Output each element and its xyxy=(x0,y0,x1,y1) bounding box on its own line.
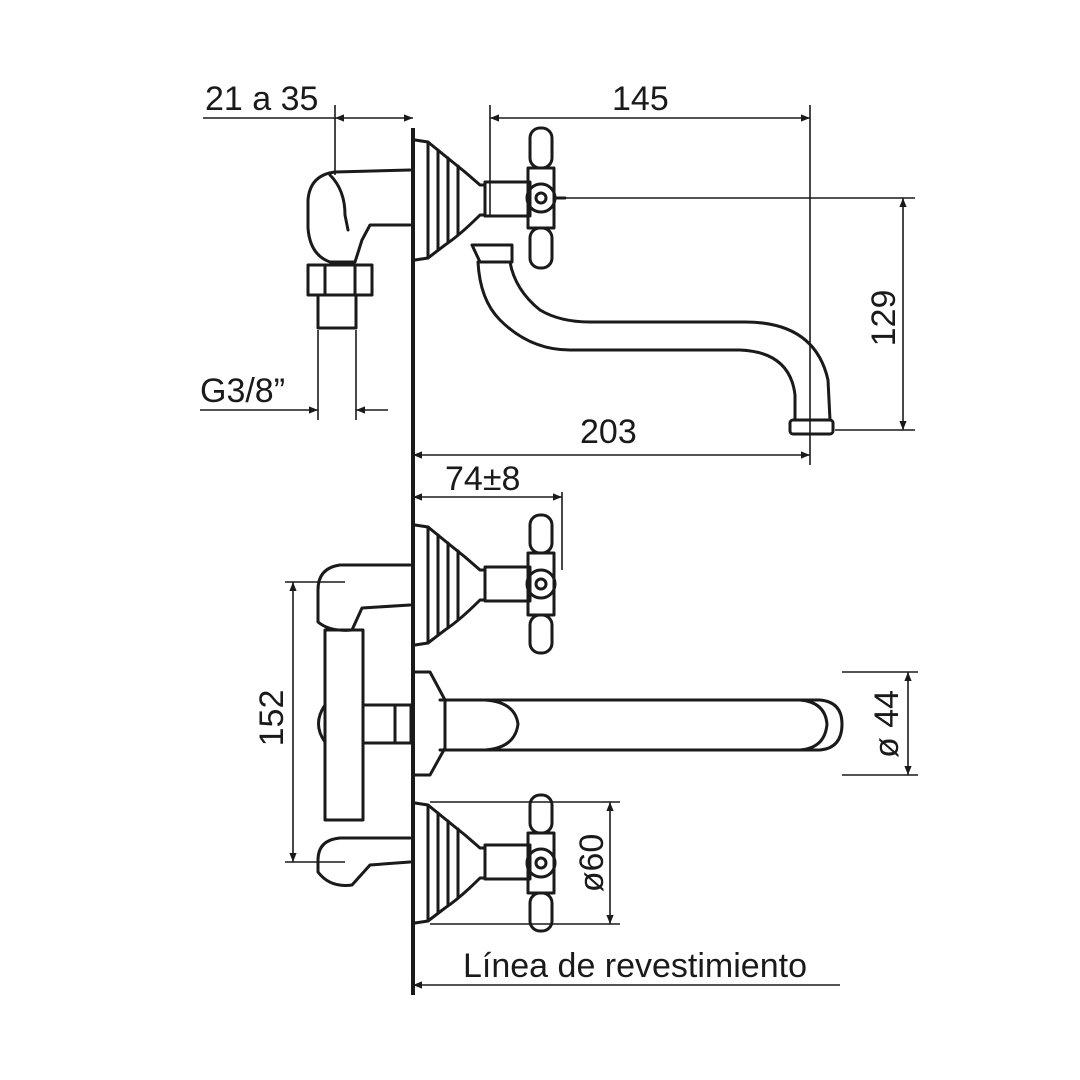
flange-lower xyxy=(413,801,487,925)
dim-handle-offset-label: 74±8 xyxy=(445,460,520,498)
flange-top xyxy=(413,138,487,262)
dim-spout-reach: 145 xyxy=(489,80,811,465)
dim-thread-label: G3/8” xyxy=(200,372,285,410)
dim-spout-diameter: ø 44 xyxy=(842,671,918,776)
wall-connector-elbow xyxy=(306,168,412,330)
spout-plan xyxy=(413,670,844,777)
wall-line-reference: Línea de revestimiento xyxy=(413,947,840,989)
dim-flange-diameter: ø60 xyxy=(430,801,620,925)
dim-center-distance-label: 152 xyxy=(253,690,291,747)
dim-spout-height-label: 129 xyxy=(865,290,903,347)
dim-wall-depth-label: 21 a 35 xyxy=(205,80,318,118)
dim-wall-depth: 21 a 35 xyxy=(203,80,413,175)
dim-spout-total: 203 xyxy=(413,413,810,459)
dim-spout-height: 129 xyxy=(554,197,915,431)
dim-flange-diameter-label: ø60 xyxy=(573,834,611,893)
dim-spout-diameter-label: ø 44 xyxy=(868,690,906,758)
cross-handle-upper xyxy=(483,513,557,655)
dim-handle-offset: 74±8 xyxy=(413,460,563,570)
cross-handle-lower xyxy=(483,793,557,933)
dim-thread: G3/8” xyxy=(200,330,388,420)
cross-handle-top xyxy=(483,126,567,270)
plan-view xyxy=(316,513,844,933)
dim-center-distance: 152 xyxy=(253,581,345,863)
mixer-connector xyxy=(316,563,413,887)
dim-spout-total-label: 203 xyxy=(580,413,637,451)
spout xyxy=(470,243,835,436)
wall-line-label: Línea de revestimiento xyxy=(463,947,807,985)
side-elevation xyxy=(306,126,835,436)
flange-upper xyxy=(413,523,487,647)
dim-spout-reach-label: 145 xyxy=(612,80,669,118)
